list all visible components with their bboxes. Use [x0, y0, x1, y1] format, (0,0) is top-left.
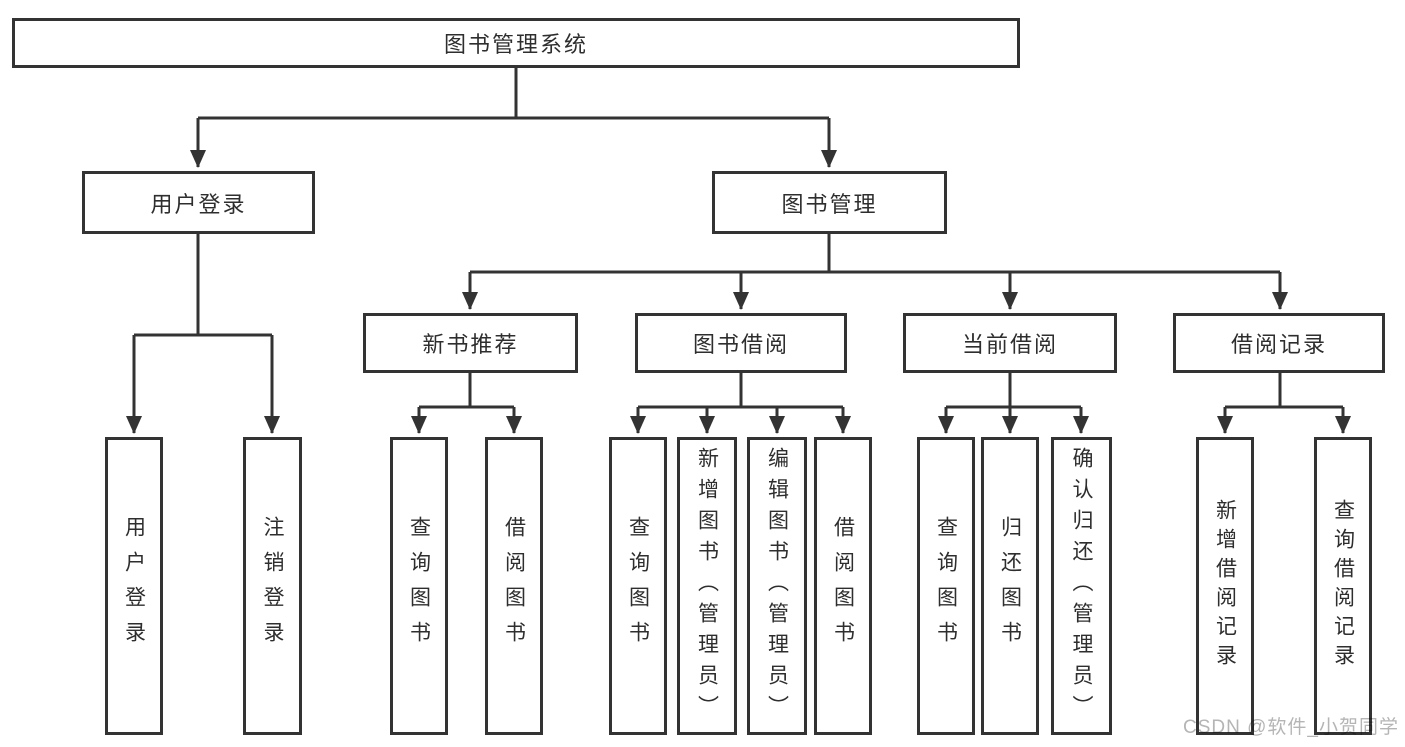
node-leaf-cb-confirm-return-admin-label: 确认归还（管理员）: [1070, 446, 1093, 726]
node-root: 图书管理系统: [12, 18, 1020, 68]
node-user-login: 用户登录: [82, 171, 315, 234]
node-borrowing-records-label: 借阅记录: [1230, 332, 1327, 357]
node-leaf-bb-borrow-books: 借阅图书: [814, 437, 872, 735]
node-leaf-user-login-label: 用户登录: [122, 516, 146, 656]
node-leaf-bb-add-books-admin-label: 新增图书（管理员）: [695, 446, 719, 726]
node-leaf-nb-query-books: 查询图书: [390, 437, 448, 735]
node-leaf-cb-return-books: 归还图书: [981, 437, 1039, 735]
node-book-borrowing-label: 图书借阅: [692, 332, 789, 357]
node-book-management: 图书管理: [712, 171, 947, 234]
node-book-management-label: 图书管理: [781, 191, 878, 217]
node-leaf-nb-borrow-books: 借阅图书: [485, 437, 543, 735]
node-new-book-recommend-label: 新书推荐: [422, 332, 519, 357]
node-leaf-nb-borrow-books-label: 借阅图书: [502, 516, 526, 656]
node-leaf-cb-confirm-return-admin: 确认归还（管理员）: [1051, 437, 1112, 735]
node-leaf-cb-return-books-label: 归还图书: [998, 516, 1022, 656]
node-leaf-user-login: 用户登录: [105, 437, 163, 735]
node-current-borrowing: 当前借阅: [903, 313, 1117, 373]
node-new-book-recommend: 新书推荐: [363, 313, 578, 373]
node-leaf-cb-query-books: 查询图书: [917, 437, 975, 735]
node-root-label: 图书管理系统: [443, 32, 588, 57]
node-borrowing-records: 借阅记录: [1173, 313, 1385, 373]
node-leaf-bb-edit-books-admin: 编辑图书（管理员）: [747, 437, 807, 735]
node-leaf-bb-query-books-label: 查询图书: [626, 516, 650, 656]
node-book-borrowing: 图书借阅: [635, 313, 847, 373]
node-leaf-logout-label: 注销登录: [261, 516, 284, 656]
node-leaf-bb-edit-books-admin-label: 编辑图书（管理员）: [765, 446, 789, 726]
node-leaf-br-query-record-label: 查询借阅记录: [1331, 499, 1355, 673]
node-leaf-br-query-record: 查询借阅记录: [1314, 437, 1372, 735]
node-leaf-cb-query-books-label: 查询图书: [934, 516, 958, 656]
node-leaf-bb-query-books: 查询图书: [609, 437, 667, 735]
node-leaf-bb-add-books-admin: 新增图书（管理员）: [677, 437, 737, 735]
node-leaf-logout: 注销登录: [243, 437, 302, 735]
node-leaf-br-add-record-label: 新增借阅记录: [1213, 499, 1237, 673]
node-leaf-nb-query-books-label: 查询图书: [407, 516, 431, 656]
csdn-watermark: CSDN @软件_小贺同学: [1183, 717, 1399, 738]
node-current-borrowing-label: 当前借阅: [961, 332, 1058, 357]
node-user-login-label: 用户登录: [150, 191, 247, 217]
node-leaf-br-add-record: 新增借阅记录: [1196, 437, 1254, 735]
node-leaf-bb-borrow-books-label: 借阅图书: [831, 516, 855, 656]
